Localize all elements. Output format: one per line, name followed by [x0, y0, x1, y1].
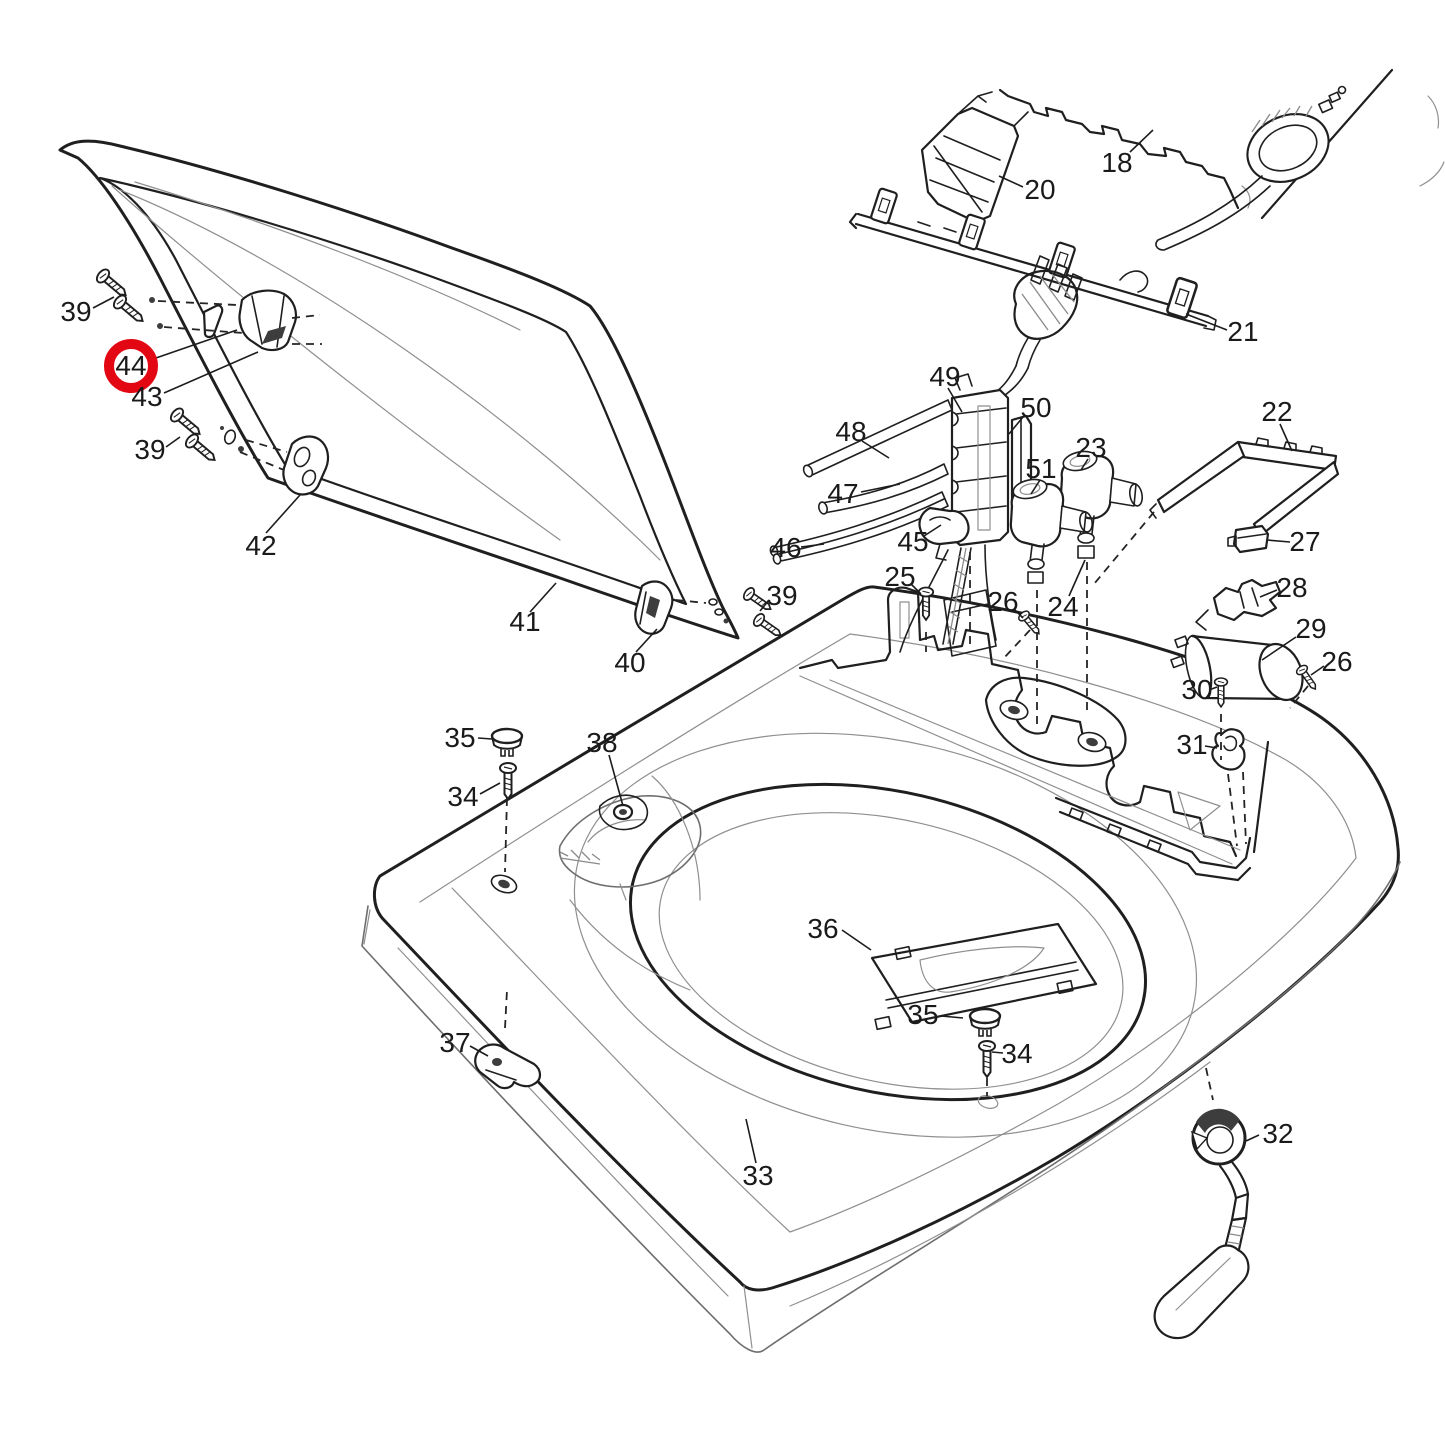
part-39-screw-2	[110, 292, 149, 328]
callout-36: 36	[807, 913, 839, 944]
callout-40: 40	[614, 647, 646, 678]
part-24-nut	[1077, 545, 1095, 559]
part-43-hinge-pin	[202, 304, 224, 339]
callout-26-1: 26	[987, 586, 1019, 617]
callout-47: 47	[827, 478, 859, 509]
part-34-screw-left	[499, 762, 517, 800]
callout-45: 45	[897, 526, 929, 557]
part-31-clamp	[1211, 728, 1246, 771]
callout-20: 20	[1024, 174, 1056, 205]
callout-46: 46	[770, 532, 802, 563]
part-35-cap-front	[968, 1007, 1002, 1038]
part-47-hose	[818, 463, 949, 515]
callout-35-1: 35	[444, 722, 476, 753]
part-21-wire-rail	[848, 186, 1217, 331]
callout-29: 29	[1295, 613, 1327, 644]
callout-30: 30	[1181, 674, 1213, 705]
basket-opening	[573, 732, 1198, 1138]
part-32-lever	[1153, 1108, 1250, 1340]
callout-39-1: 39	[60, 296, 92, 327]
part-44-hinge-cap	[238, 289, 298, 352]
part-18-panel-edge	[998, 68, 1445, 220]
callout-44: 44	[115, 350, 147, 381]
callout-23: 23	[1075, 432, 1107, 463]
part-39-screw-4	[182, 431, 221, 467]
hoses-to-deck	[899, 544, 997, 653]
part-27-switch	[1227, 524, 1270, 554]
callout-35-2: 35	[907, 999, 939, 1030]
callout-26-2: 26	[1321, 646, 1353, 677]
callout-42: 42	[245, 530, 277, 561]
callout-41: 41	[509, 606, 541, 637]
hidden-lines	[157, 300, 1309, 1101]
part-46-hoses	[769, 491, 949, 565]
callout-49: 49	[929, 361, 961, 392]
part-42-hinge-plate	[282, 435, 330, 496]
callout-32: 32	[1262, 1118, 1294, 1149]
part-41-lid	[58, 139, 740, 640]
callout-39-2: 39	[134, 434, 166, 465]
pressure-switch	[1155, 85, 1347, 251]
part-23-inlet-valve	[1059, 450, 1144, 559]
callout-31: 31	[1176, 729, 1208, 760]
callout-21: 21	[1227, 316, 1259, 347]
callout-39-3: 39	[766, 580, 798, 611]
part-22-bracket	[1149, 437, 1340, 541]
callout-50: 50	[1020, 392, 1052, 423]
callout-34-1: 34	[447, 781, 479, 812]
callout-37: 37	[439, 1027, 471, 1058]
part-20-bracket	[920, 91, 1029, 224]
part-39-screw-3	[167, 405, 206, 441]
part-28-bracket	[1195, 578, 1282, 631]
callout-51: 51	[1025, 453, 1057, 484]
power-plug	[989, 255, 1083, 401]
part-40-latch	[634, 580, 674, 635]
part-48-hose	[802, 399, 953, 478]
hinge-hole-38	[598, 794, 649, 831]
callout-22: 22	[1261, 396, 1293, 427]
callout-28: 28	[1276, 572, 1308, 603]
callout-24: 24	[1047, 591, 1079, 622]
highlight-circle-44	[104, 339, 158, 393]
part-36-hinge-frame	[870, 922, 1098, 1031]
callout-38: 38	[586, 727, 618, 758]
callout-33: 33	[742, 1160, 774, 1191]
part-51-inlet-valve	[1009, 478, 1093, 584]
callout-25: 25	[884, 561, 916, 592]
part-37-clip	[474, 1043, 542, 1090]
callout-43: 43	[131, 381, 163, 412]
callout-18: 18	[1101, 147, 1133, 178]
dispenser-pocket	[558, 775, 702, 991]
rear-channel	[798, 586, 1270, 882]
part-35-cap-left	[490, 727, 524, 758]
part-33-top-panel	[361, 585, 1401, 1353]
callout-34-2: 34	[1001, 1038, 1033, 1069]
part-34-screw-front	[978, 1040, 996, 1078]
callout-48: 48	[835, 416, 867, 447]
callout-27: 27	[1289, 526, 1321, 557]
leader-lines	[92, 129, 1325, 1164]
